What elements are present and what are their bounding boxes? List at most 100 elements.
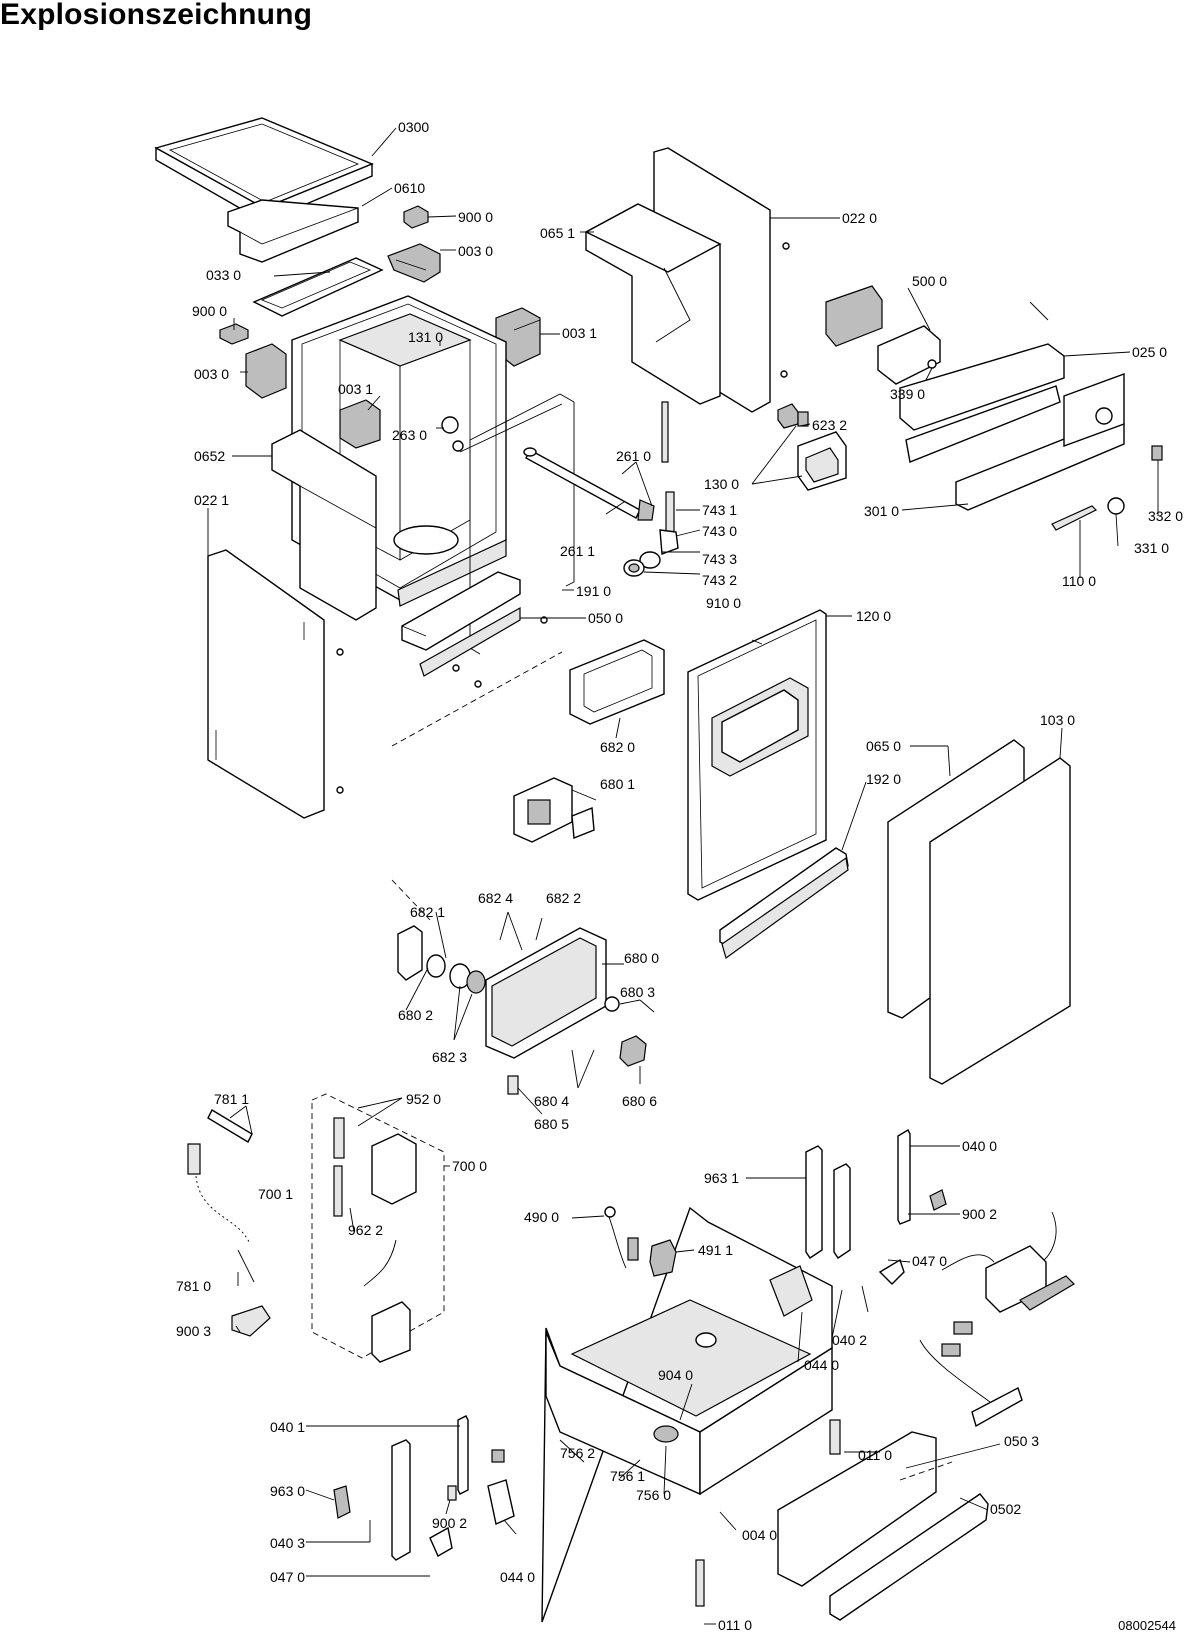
label-3390: 339 0 <box>890 386 925 402</box>
label-0300: 0300 <box>398 119 429 135</box>
part-fascia <box>955 372 1125 511</box>
label-0030-top: 003 0 <box>458 243 493 259</box>
label-7810: 781 0 <box>176 1278 211 1294</box>
label-0402: 040 2 <box>832 1332 867 1348</box>
label-9000-left: 900 0 <box>192 303 227 319</box>
label-1920: 192 0 <box>866 771 901 787</box>
label-0030-left: 003 0 <box>194 366 229 382</box>
label-1100: 110 0 <box>1062 573 1096 589</box>
label-0652: 0652 <box>194 448 225 464</box>
part-side-panel <box>271 429 377 621</box>
label-9520: 952 0 <box>406 1091 441 1107</box>
label-9631-top: 963 1 <box>704 1170 739 1186</box>
label-7000: 700 0 <box>452 1158 487 1174</box>
label-0040: 004 0 <box>742 1527 777 1543</box>
part-dispenser <box>513 777 595 843</box>
label-1200: 120 0 <box>856 608 891 624</box>
part-clip-left <box>245 343 287 399</box>
label-6822: 682 2 <box>546 890 581 906</box>
label-9003: 900 3 <box>176 1323 211 1339</box>
label-6800: 680 0 <box>624 950 659 966</box>
label-7562: 756 2 <box>560 1445 595 1461</box>
label-7561: 756 1 <box>610 1468 645 1484</box>
label-6806: 680 6 <box>622 1093 657 1109</box>
part-plate <box>252 257 384 317</box>
guide-line <box>391 651 563 747</box>
label-0031-right: 003 1 <box>562 325 597 341</box>
label-3320: 332 0 <box>1148 508 1183 524</box>
part-small-263 <box>441 416 464 452</box>
label-6805: 680 5 <box>534 1116 569 1132</box>
label-0440-top: 044 0 <box>804 1357 839 1373</box>
label-7433: 743 3 <box>702 551 737 567</box>
label-0400-top: 040 0 <box>962 1138 997 1154</box>
leader-lines <box>207 127 1159 1625</box>
part-frame <box>227 199 359 263</box>
part-sensor <box>604 1206 677 1277</box>
label-6801: 680 1 <box>600 776 635 792</box>
part-spring <box>661 401 675 533</box>
label-0110-bottom: 011 0 <box>718 1617 752 1633</box>
part-pump <box>777 403 847 491</box>
label-2611: 261 1 <box>560 543 595 559</box>
part-clip <box>387 243 441 283</box>
label-9002-top: 900 2 <box>962 1206 997 1222</box>
label-6821: 682 1 <box>410 904 445 920</box>
label-9100: 910 0 <box>706 595 741 611</box>
label-0470-bottom: 047 0 <box>270 1569 305 1585</box>
label-0470-top: 047 0 <box>912 1253 947 1269</box>
part-door-strip <box>719 847 849 959</box>
label-6232: 623 2 <box>812 417 847 433</box>
label-1310: 131 0 <box>408 329 443 345</box>
label-7560: 756 0 <box>636 1487 671 1503</box>
part-side-wall-left <box>207 549 325 819</box>
label-6803: 680 3 <box>620 984 655 1000</box>
label-0650: 065 0 <box>866 738 901 754</box>
label-0031-left: 003 1 <box>338 381 373 397</box>
label-7432: 743 2 <box>702 572 737 588</box>
label-9002-bottom: 900 2 <box>432 1515 467 1531</box>
label-4911: 491 1 <box>698 1242 733 1258</box>
label-0500: 050 0 <box>588 610 623 626</box>
label-0502: 0502 <box>990 1501 1021 1517</box>
label-0220: 022 0 <box>842 210 877 226</box>
label-7430: 743 0 <box>702 523 737 539</box>
part-feet <box>695 1419 841 1607</box>
guide-line <box>391 879 431 921</box>
part-plinth <box>777 1431 989 1621</box>
label-9000-top: 900 0 <box>458 209 493 225</box>
label-6823: 682 3 <box>432 1049 467 1065</box>
label-0403: 040 3 <box>270 1535 305 1551</box>
part-water-softener <box>311 1093 445 1363</box>
part-knob-bits <box>1051 445 1163 531</box>
label-1300: 130 0 <box>704 476 739 492</box>
part-inner-door <box>687 609 827 901</box>
label-0440-bottom: 044 0 <box>500 1569 535 1585</box>
guide-line <box>899 1461 953 1481</box>
part-control-panel <box>899 301 1065 463</box>
label-4900: 490 0 <box>524 1209 559 1225</box>
label-7431: 743 1 <box>702 502 737 518</box>
part-right-hardware <box>769 1129 947 1317</box>
part-outer-doors <box>887 739 1071 1085</box>
part-detergent-box <box>397 925 647 1095</box>
label-6820: 682 0 <box>600 739 635 755</box>
label-0503: 050 3 <box>1004 1433 1039 1449</box>
label-2610: 261 0 <box>616 448 651 464</box>
part-lower-left-hardware <box>333 1415 515 1561</box>
label-3310: 331 0 <box>1134 540 1169 556</box>
part-nozzles <box>623 529 679 577</box>
label-9630: 963 0 <box>270 1483 305 1499</box>
label-1910: 191 0 <box>576 583 611 599</box>
label-5000: 500 0 <box>912 273 947 289</box>
part-screws <box>336 242 790 794</box>
label-0401: 040 1 <box>270 1419 305 1435</box>
part-labels: 0300 0610 900 0 003 0 033 0 900 0 003 1 … <box>176 119 1183 1633</box>
part-front-rail <box>401 571 521 677</box>
label-7001: 700 1 <box>258 1186 293 1202</box>
part-wiring-harness <box>919 1211 1075 1428</box>
label-9040: 904 0 <box>658 1367 693 1383</box>
label-9622: 962 2 <box>348 1222 383 1238</box>
label-0221: 022 1 <box>194 492 229 508</box>
